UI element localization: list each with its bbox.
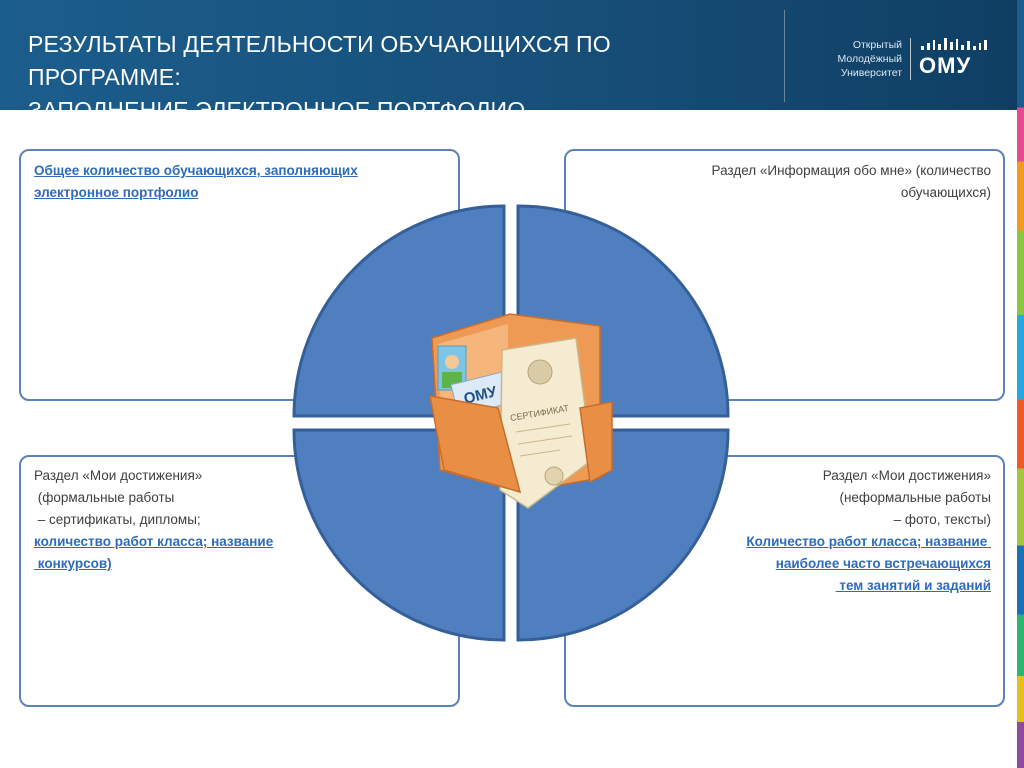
logo-separator [910,38,911,80]
about-me-line-1: Раздел «Информация обо мне» (количество [711,163,991,178]
total-students-link-line-2[interactable]: электронное портфолио [34,185,199,200]
logo-caption-line-3: Университет [840,67,902,79]
slide-title-line-2: ЗАПОЛНЕНИЕ ЭЛЕКТРОННОЕ ПОРТФОЛИО [28,97,526,123]
logo-caption-line-2: Молодёжный [837,53,902,65]
about-me-line-2: обучающихся) [900,185,991,200]
logo-bars-icon [921,38,987,50]
circle-quadrant-bottom-left [292,428,506,642]
slide-title: РЕЗУЛЬТАТЫ ДЕЯТЕЛЬНОСТИ ОБУЧАЮЩИХСЯ ПО П… [28,28,768,127]
panel-formal-achievements-text: Раздел «Мои достижения» (формальные рабо… [34,465,364,575]
formal-line-3: – сертификаты, дипломы; [34,512,201,527]
formal-link-line-1[interactable]: количество работ класса; название [34,534,274,549]
slide-title-line-1: РЕЗУЛЬТАТЫ ДЕЯТЕЛЬНОСТИ ОБУЧАЮЩИХСЯ ПО П… [28,31,611,90]
formal-line-1: Раздел «Мои достижения» [34,468,203,483]
informal-link-line-2[interactable]: наиболее часто встречающихся [775,556,991,571]
informal-line-3: – фото, тексты) [893,512,991,527]
informal-line-1: Раздел «Мои достижения» [822,468,991,483]
informal-link-line-1[interactable]: Количество работ класса; название [746,534,991,549]
informal-link-line-3[interactable]: тем занятий и заданий [835,578,991,593]
panel-total-students-text: Общее количество обучающихся, заполняющи… [34,160,434,204]
logo-wordmark: ОМУ [919,53,972,78]
panel-about-me-text: Раздел «Информация обо мне» (количество … [571,160,991,204]
logo-caption: Открытый Молодёжный Университет [806,38,902,80]
side-color-stripe [1017,0,1024,768]
header-divider [784,10,785,102]
slide-header: РЕЗУЛЬТАТЫ ДЕЯТЕЛЬНОСТИ ОБУЧАЮЩИХСЯ ПО П… [0,0,1024,123]
total-students-link-line-1[interactable]: Общее количество обучающихся, заполняющи… [34,163,358,178]
portfolio-folder-icon: ОМУ СЕРТИФИКАТ [429,313,613,509]
panel-informal-achievements-text: Раздел «Мои достижения» (неформальные ра… [651,465,991,597]
logo-caption-line-1: Открытый [852,39,902,51]
formal-line-2: (формальные работы [34,490,175,505]
formal-link-line-2[interactable]: конкурсов) [34,556,112,571]
informal-line-2: (неформальные работы [839,490,991,505]
